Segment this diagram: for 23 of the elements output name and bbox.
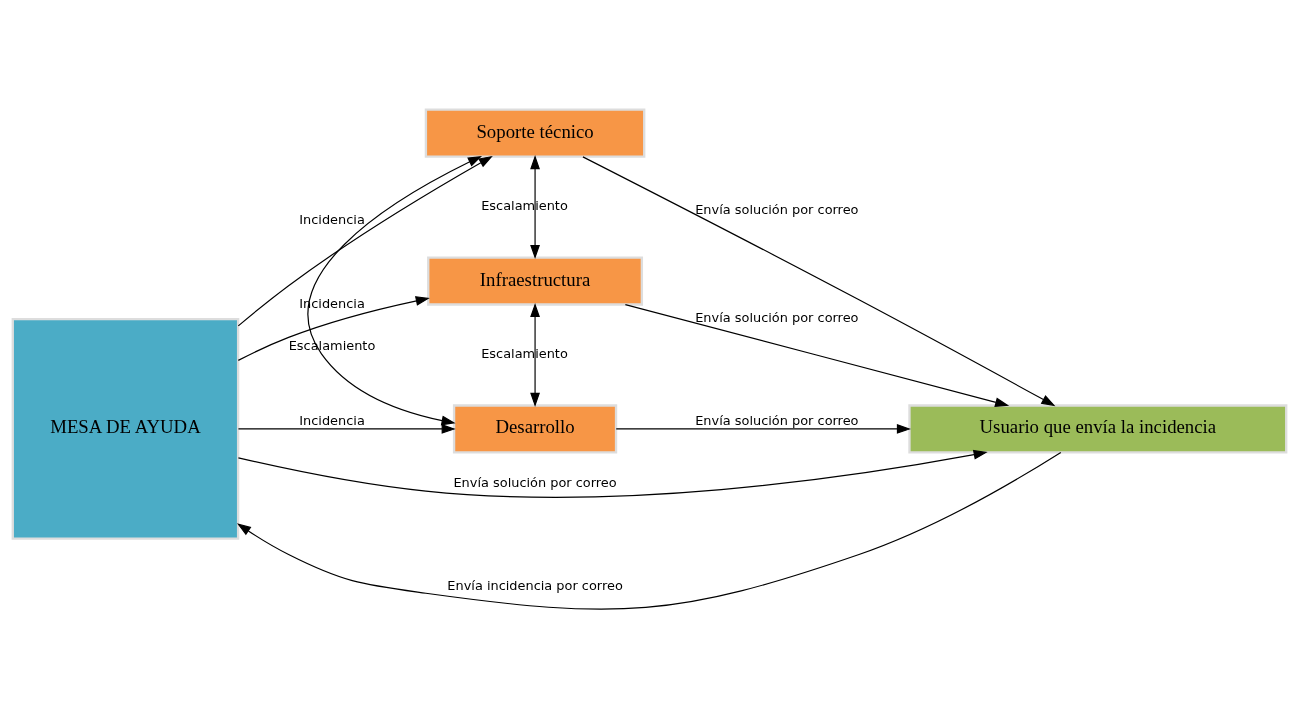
node-box: MESA DE AYUDA — [11, 318, 240, 540]
arrow — [236, 451, 1062, 610]
node-box: Infraestructura — [427, 256, 644, 306]
arrow — [237, 155, 493, 327]
arrow — [530, 302, 540, 407]
edge-label: Envía solución por correo — [453, 475, 617, 491]
node-box: Desarrollo — [452, 404, 618, 454]
arrow — [624, 303, 1010, 407]
arrow — [307, 155, 482, 426]
node-box: Soporte técnico — [424, 108, 646, 158]
edge-label: Envía incidencia por correo — [447, 577, 623, 593]
arrow — [237, 296, 430, 361]
arrow — [237, 424, 456, 434]
edge-label: Envía solución por correo — [695, 413, 859, 429]
arrow — [582, 156, 1056, 407]
node-box: Usuario que envía la incidencia — [908, 404, 1288, 454]
arrow — [615, 424, 911, 434]
edge-label: Envía solución por correo — [695, 309, 859, 325]
arrow — [237, 449, 988, 498]
edge-label: Envía solución por correo — [695, 201, 859, 217]
edge-label: Incidencia — [299, 212, 365, 228]
edge-label: Incidencia — [299, 413, 365, 429]
arrow — [530, 155, 540, 260]
